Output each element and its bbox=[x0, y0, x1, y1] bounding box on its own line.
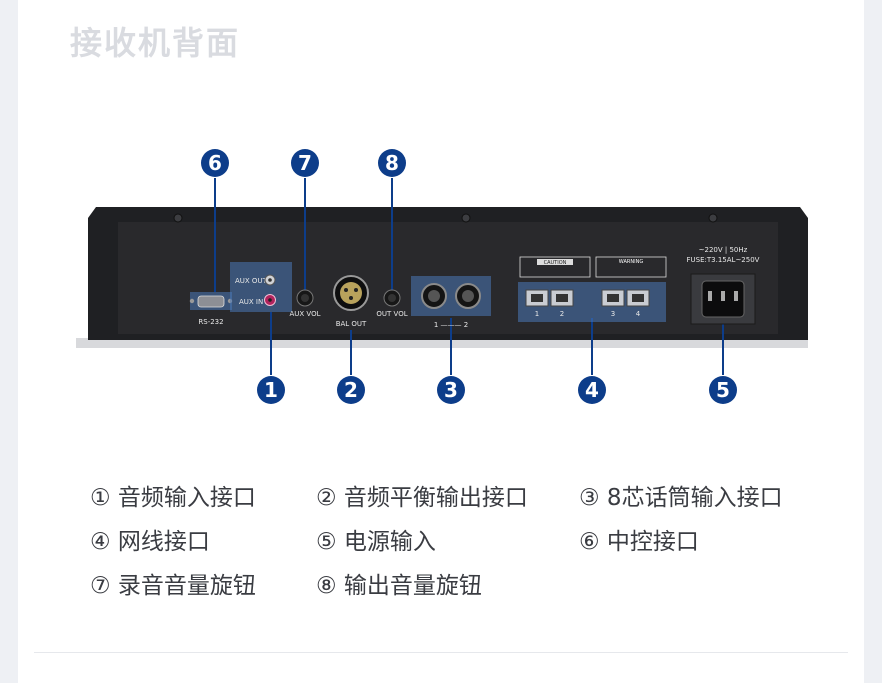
page-title: 接收机背面 bbox=[70, 24, 241, 62]
svg-text:2: 2 bbox=[344, 378, 358, 402]
callout-2: 2 bbox=[337, 376, 365, 404]
chassis-shadow bbox=[76, 338, 808, 348]
svg-text:RS-232: RS-232 bbox=[198, 318, 223, 326]
svg-text:2: 2 bbox=[560, 310, 564, 318]
svg-text:~220V | 50Hz: ~220V | 50Hz bbox=[699, 246, 748, 254]
screw bbox=[173, 213, 183, 223]
svg-text:AUX VOL: AUX VOL bbox=[289, 310, 320, 318]
svg-text:FUSE:T3.15AL~250V: FUSE:T3.15AL~250V bbox=[687, 256, 760, 264]
divider bbox=[34, 652, 848, 653]
svg-text:1 ——— 2: 1 ——— 2 bbox=[434, 321, 468, 329]
svg-text:1: 1 bbox=[535, 310, 539, 318]
svg-text:CAUTION: CAUTION bbox=[544, 260, 567, 266]
callout-6: 6 bbox=[201, 149, 229, 177]
mic-inputs: 1 ——— 2 bbox=[411, 276, 491, 329]
legend-item: ① 音频输入接口 bbox=[90, 485, 256, 511]
svg-text:6: 6 bbox=[208, 151, 222, 175]
legend-item: ⑧ 输出音量旋钮 bbox=[316, 573, 482, 599]
leader-lines bbox=[214, 178, 724, 375]
legend-item: ⑤ 电源输入 bbox=[316, 529, 436, 555]
svg-text:AUX OUT: AUX OUT bbox=[235, 277, 268, 285]
legend-item: ② 音频平衡输出接口 bbox=[316, 485, 528, 511]
svg-text:AUX IN: AUX IN bbox=[239, 298, 263, 306]
caution-label: CAUTION bbox=[519, 256, 591, 278]
network-ports: 1 2 3 4 bbox=[518, 282, 666, 322]
svg-text:3: 3 bbox=[611, 310, 615, 318]
rs232-port: RS-232 bbox=[189, 292, 233, 326]
power-inlet: ~220V | 50Hz FUSE:T3.15AL~250V bbox=[687, 246, 760, 325]
legend-item: ④ 网线接口 bbox=[90, 529, 210, 555]
legend-item: ③ 8芯话筒输入接口 bbox=[579, 485, 783, 511]
callout-1: 1 bbox=[257, 376, 285, 404]
callout-3: 3 bbox=[437, 376, 465, 404]
aux-jacks: AUX OUT AUX IN bbox=[230, 262, 292, 312]
callout-5: 5 bbox=[709, 376, 737, 404]
svg-text:8: 8 bbox=[385, 151, 399, 175]
legend-item: ⑥ 中控接口 bbox=[579, 529, 699, 555]
callout-7: 7 bbox=[291, 149, 319, 177]
svg-text:BAL OUT: BAL OUT bbox=[336, 320, 367, 328]
svg-text:WARNING: WARNING bbox=[619, 259, 644, 265]
callout-4: 4 bbox=[578, 376, 606, 404]
screw bbox=[461, 213, 471, 223]
content-card: 接收机背面 6 7 bbox=[18, 0, 864, 683]
receiver-rear-panel-diagram: 6 7 8 1 2 3 4 5 bbox=[76, 149, 808, 404]
callout-8: 8 bbox=[378, 149, 406, 177]
xlr-balanced-out: BAL OUT bbox=[333, 275, 369, 328]
svg-text:1: 1 bbox=[264, 378, 278, 402]
svg-text:5: 5 bbox=[716, 378, 730, 402]
svg-text:4: 4 bbox=[585, 378, 599, 402]
output-volume-knob: OUT VOL bbox=[376, 289, 408, 318]
screw bbox=[708, 213, 718, 223]
svg-text:OUT VOL: OUT VOL bbox=[376, 310, 407, 318]
svg-text:3: 3 bbox=[444, 378, 458, 402]
svg-text:4: 4 bbox=[636, 310, 641, 318]
aux-volume-knob: AUX VOL bbox=[289, 289, 321, 318]
legend-item: ⑦ 录音音量旋钮 bbox=[90, 573, 256, 599]
svg-text:7: 7 bbox=[298, 151, 312, 175]
warning-label: WARNING bbox=[595, 256, 667, 278]
